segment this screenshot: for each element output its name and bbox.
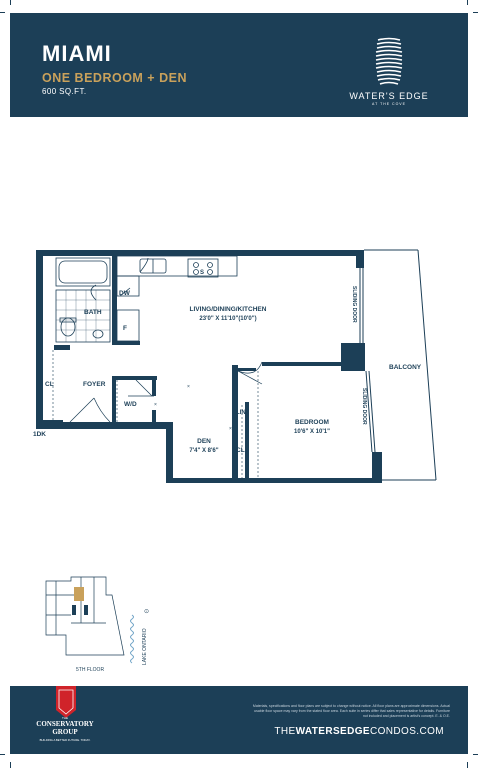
balcony-outline <box>364 249 437 481</box>
shield-logo-icon <box>56 686 76 718</box>
crop-mark <box>10 0 11 5</box>
unit-highlight <box>74 587 84 601</box>
floor-plan: × × × BATH DW F S LIVING/DINING/KITCHEN … <box>33 249 437 483</box>
label-fridge: F <box>123 325 127 332</box>
walls <box>36 250 382 483</box>
label-washer-dryer: W/D <box>124 401 137 408</box>
svg-text:×: × <box>154 402 157 408</box>
sliding-doors <box>359 268 376 453</box>
brand-name: WATER'S EDGE <box>349 91 429 101</box>
header-banner: MIAMI ONE BEDROOM + DEN 600 SQ.FT. WATER… <box>10 13 468 117</box>
label-closet-2: CL <box>236 447 245 454</box>
label-sliding-door-1: SLIDING DOOR <box>351 286 357 323</box>
label-bedroom: BEDROOM <box>295 419 329 426</box>
label-den-dim: 7'4" X 8'6" <box>189 448 218 454</box>
group-logo-group: GROUP <box>52 728 78 736</box>
wave-logo-icon <box>375 37 403 85</box>
key-plan-outline <box>45 576 125 656</box>
svg-text:×: × <box>187 384 190 390</box>
suite-size: 600 SQ.FT. <box>42 87 87 96</box>
label-unit-code: 1DK <box>33 431 46 438</box>
crop-mark <box>473 12 478 13</box>
label-living: LIVING/DINING/KITCHEN <box>190 306 267 313</box>
fixture-marks: × × × <box>154 384 232 432</box>
crop-mark <box>473 754 478 755</box>
label-stove: S <box>200 270 204 276</box>
crop-mark <box>10 762 11 768</box>
label-bath: BATH <box>84 309 102 316</box>
lake-waves <box>130 614 134 664</box>
label-bedroom-dim: 10'6" X 10'1" <box>294 429 330 435</box>
label-sliding-door-2: SLIDING DOOR <box>361 388 367 425</box>
north-arrow-icon: ⊙ <box>144 608 149 615</box>
key-plan: 5TH FLOOR LAKE ONTARIO ⊙ <box>45 576 149 673</box>
url-bold: WATERSEDGE <box>295 726 370 737</box>
crop-mark <box>0 12 5 13</box>
svg-text:×: × <box>229 426 232 432</box>
label-closet-1: CL <box>45 381 54 388</box>
door-swings <box>69 361 263 423</box>
kitchen-counter <box>116 255 238 342</box>
label-foyer: FOYER <box>83 381 106 388</box>
key-plan-floor: 5TH FLOOR <box>76 667 104 673</box>
url-prefix: THE <box>274 726 296 737</box>
label-dw: DW <box>119 290 131 297</box>
crop-mark <box>467 0 468 5</box>
website-link[interactable]: THEWATERSEDGECONDOS.COM <box>274 726 444 737</box>
crop-mark <box>0 754 5 755</box>
closet-hatching <box>52 350 259 478</box>
conservatory-group-logo: THE CONSERVATORY GROUP BUILDING A BETTER… <box>30 686 100 754</box>
label-den: DEN <box>197 438 211 445</box>
brand-subtitle: AT THE COVE <box>372 102 406 106</box>
group-logo-the: THE <box>62 716 68 720</box>
bathroom-fixtures <box>55 257 111 343</box>
group-logo-tagline: BUILDING A BETTER FUTURE. TODAY. <box>39 738 91 742</box>
key-plan-core <box>72 605 88 615</box>
suite-name: MIAMI <box>42 41 112 66</box>
legal-disclaimer: Materials, specifications and floor plan… <box>252 704 450 718</box>
brand-logo: WATER'S EDGE AT THE COVE <box>334 35 444 107</box>
label-linen: LIN. <box>236 410 248 416</box>
suite-type: ONE BEDROOM + DEN <box>42 71 187 85</box>
footer-banner: THE CONSERVATORY GROUP BUILDING A BETTER… <box>10 686 468 754</box>
label-balcony: BALCONY <box>389 364 422 371</box>
crop-mark <box>467 762 468 768</box>
url-suffix: CONDOS.COM <box>370 726 444 737</box>
label-living-dim: 23'0" X 11'10"(10'0") <box>199 316 256 322</box>
key-plan-lake: LAKE ONTARIO <box>142 628 148 665</box>
group-logo-name: CONSERVATORY <box>36 720 94 728</box>
